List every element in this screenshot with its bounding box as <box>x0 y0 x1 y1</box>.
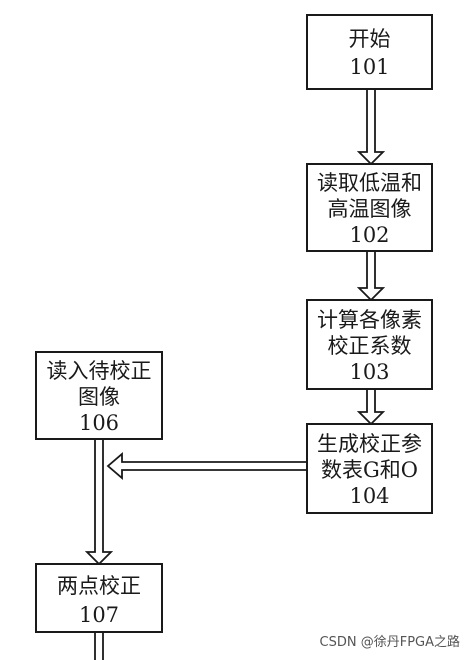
node-107-line-2: 107 <box>79 603 119 627</box>
node-start-101: 开始 101 <box>306 14 433 90</box>
node-106-line-2: 图像 <box>78 385 120 409</box>
node-read-input-106: 读入待校正 图像 106 <box>35 351 163 440</box>
arrow-101-to-102 <box>356 88 386 166</box>
arrow-102-to-103 <box>356 250 386 302</box>
node-compute-coeffs-103: 计算各像素 校正系数 103 <box>306 299 433 390</box>
node-read-images-102: 读取低温和 高温图像 102 <box>306 163 433 252</box>
node-two-point-correction-107: 两点校正 107 <box>35 563 163 633</box>
node-106-line-3: 106 <box>79 411 119 435</box>
node-104-line-1: 生成校正参 <box>317 432 422 456</box>
node-103-line-1: 计算各像素 <box>317 308 422 332</box>
node-102-line-3: 102 <box>349 223 389 247</box>
arrow-103-to-104 <box>356 388 386 426</box>
arrow-104-to-connector <box>106 452 309 480</box>
node-102-line-1: 读取低温和 <box>317 171 422 195</box>
arrow-106-to-107 <box>84 438 114 566</box>
node-107-line-1: 两点校正 <box>57 574 141 598</box>
watermark: CSDN @徐丹FPGA之路 <box>319 635 460 650</box>
connector-below-107 <box>94 632 104 660</box>
node-102-line-2: 高温图像 <box>328 197 412 221</box>
node-104-line-2: 数表G和O <box>321 458 418 482</box>
node-103-line-2: 校正系数 <box>328 334 412 358</box>
node-106-line-1: 读入待校正 <box>47 359 152 383</box>
node-generate-table-104: 生成校正参 数表G和O 104 <box>306 423 433 514</box>
node-103-line-3: 103 <box>349 360 389 384</box>
node-104-line-3: 104 <box>349 484 389 508</box>
node-101-line-2: 101 <box>349 55 389 79</box>
node-101-line-1: 开始 <box>349 27 391 51</box>
